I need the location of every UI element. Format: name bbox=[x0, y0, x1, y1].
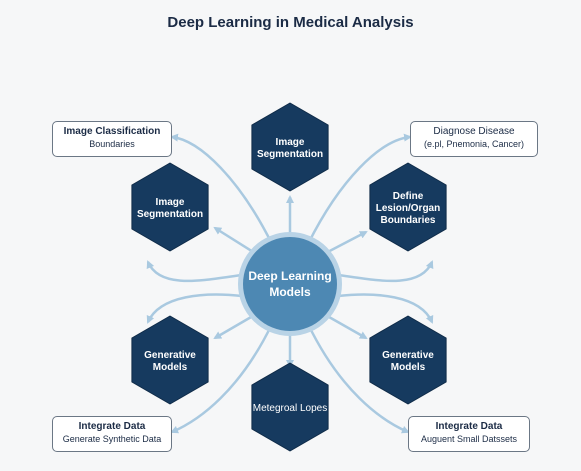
hexagon-shape bbox=[251, 102, 329, 192]
box-image-classification: Image Classification Boundaries bbox=[52, 121, 172, 157]
hexagon-label: Models bbox=[391, 362, 426, 373]
hexagon-label: Define bbox=[393, 191, 424, 202]
box-subtitle: Generate Synthetic Data bbox=[62, 434, 162, 444]
box-subtitle: (e.pl, Pnemonia, Cancer) bbox=[423, 139, 525, 149]
hexagon-label: Boundaries bbox=[380, 215, 435, 226]
hexagon-label: Lesion/Organ bbox=[376, 203, 440, 214]
center-label-line1: Deep Learning bbox=[248, 269, 331, 283]
hexagon-shape bbox=[131, 162, 209, 252]
arrow-to-bottom-right-box bbox=[306, 323, 410, 434]
hexagon-label: Image bbox=[156, 197, 185, 208]
arrow-to-bottom-left-box bbox=[170, 323, 274, 434]
center-node: Deep Learning Models bbox=[238, 232, 342, 336]
box-title: Image Classification bbox=[63, 126, 161, 137]
hexagon-label: Generative bbox=[144, 350, 196, 361]
arrow-curve-left-down bbox=[146, 293, 243, 324]
hexagon-label: Segmentation bbox=[137, 209, 203, 220]
hexagon-nodes: ImageSegmentationImageSegmentationDefine… bbox=[131, 102, 447, 452]
box-integrate-data-right: Integrate Data Auguent Small Datssets bbox=[408, 416, 530, 452]
center-label-line2: Models bbox=[269, 285, 311, 299]
hexagon-bottom: Metegroal Lopes bbox=[251, 362, 329, 452]
hexagon-label: Generative bbox=[382, 350, 434, 361]
hexagon-label: Metegroal Lopes bbox=[253, 403, 328, 414]
hexagon-shape bbox=[251, 362, 329, 452]
box-title: Integrate Data bbox=[435, 421, 503, 432]
hexagon-label: Image bbox=[276, 137, 305, 148]
arrow-curve-right-down bbox=[337, 293, 434, 324]
arrow-to-top-right-box bbox=[306, 133, 412, 245]
box-title: Diagnose Disease bbox=[433, 126, 515, 137]
hexagon-label: Segmentation bbox=[257, 149, 323, 160]
arrow-curve-left-up bbox=[146, 260, 243, 283]
box-title: Integrate Data bbox=[78, 421, 146, 432]
hexagon-shape bbox=[131, 315, 209, 405]
arrow-curve-right-up bbox=[337, 260, 434, 283]
hexagon-shape bbox=[369, 315, 447, 405]
box-subtitle: Boundaries bbox=[89, 139, 135, 149]
box-diagnose-disease: Diagnose Disease (e.pl, Pnemonia, Cancer… bbox=[410, 121, 538, 157]
hexagon-shape bbox=[369, 162, 447, 252]
box-integrate-data-left: Integrate Data Generate Synthetic Data bbox=[52, 416, 172, 452]
hexagon-label: Models bbox=[153, 362, 188, 373]
center-circle bbox=[243, 237, 337, 331]
page-title: Deep Learning in Medical Analysis bbox=[167, 14, 414, 31]
box-subtitle: Auguent Small Datssets bbox=[420, 434, 518, 444]
connector-arrows bbox=[146, 133, 434, 434]
arrow-to-top-left-box bbox=[170, 133, 274, 245]
